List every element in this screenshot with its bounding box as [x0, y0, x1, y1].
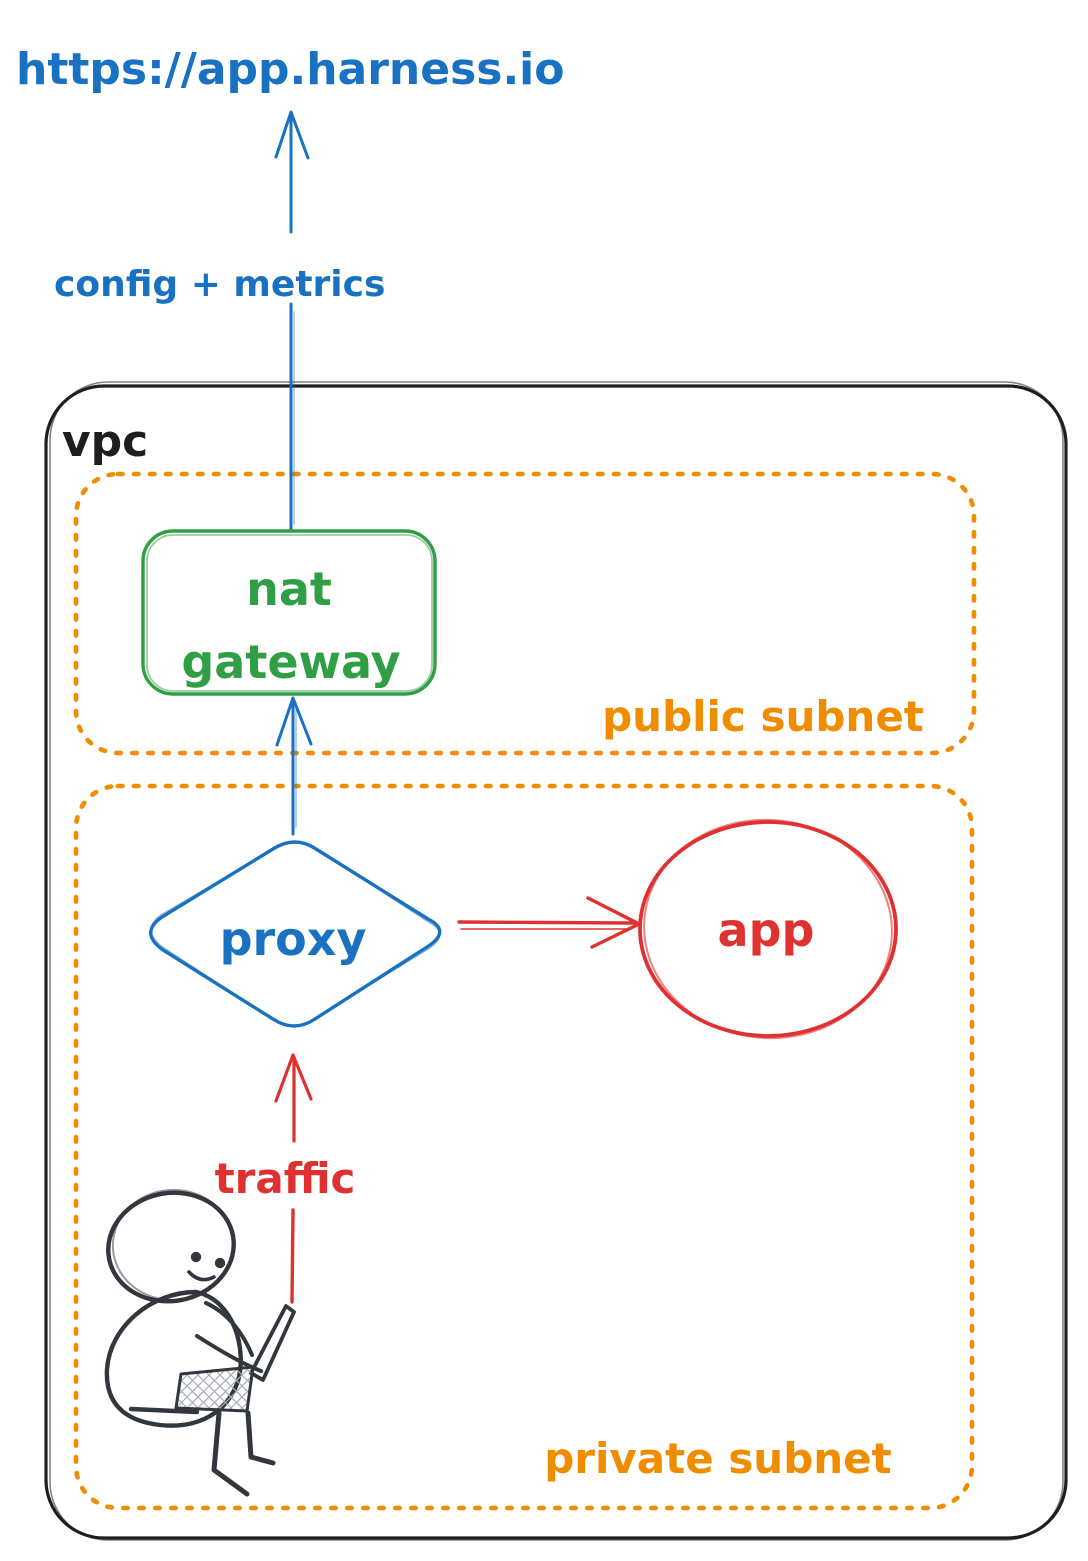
- app-label: app: [718, 903, 815, 957]
- private-subnet-label: private subnet: [544, 1434, 892, 1483]
- person-smile: [187, 1270, 216, 1282]
- nat-gateway-box: nat gateway: [141, 529, 437, 696]
- public-subnet-box: public subnet: [73, 471, 977, 756]
- harness-url-label: https://app.harness.io: [16, 44, 565, 95]
- config-metrics-arrow: [274, 110, 310, 531]
- person-seat: [128, 1406, 200, 1415]
- person-leg-right: [245, 1410, 276, 1466]
- vpc-label: vpc: [62, 416, 148, 467]
- person-arm: [195, 1334, 263, 1373]
- proxy-label: proxy: [220, 912, 367, 966]
- private-subnet-box: private subnet: [73, 783, 975, 1511]
- laptop-icon: [174, 1304, 296, 1413]
- proxy-diamond: proxy: [149, 840, 442, 1028]
- proxy-to-app-arrow: [457, 896, 641, 949]
- proxy-to-nat-arrow: [275, 696, 313, 836]
- vpc-box: vpc: [44, 381, 1068, 1541]
- person-figure: [104, 1188, 296, 1497]
- config-metrics-label: config + metrics: [54, 264, 385, 305]
- person-eye-right: [214, 1257, 226, 1269]
- public-subnet-label: public subnet: [602, 692, 924, 741]
- person-shoulder: [204, 1301, 254, 1357]
- traffic-label: traffic: [215, 1154, 356, 1203]
- nat-gateway-label-line1: nat: [246, 562, 332, 616]
- app-circle: app: [638, 818, 898, 1040]
- traffic-arrow: [274, 1053, 313, 1304]
- person-body: [104, 1289, 243, 1428]
- person-eye-left: [190, 1251, 202, 1263]
- person-leg-left: [211, 1410, 250, 1497]
- nat-gateway-label-line2: gateway: [181, 635, 400, 689]
